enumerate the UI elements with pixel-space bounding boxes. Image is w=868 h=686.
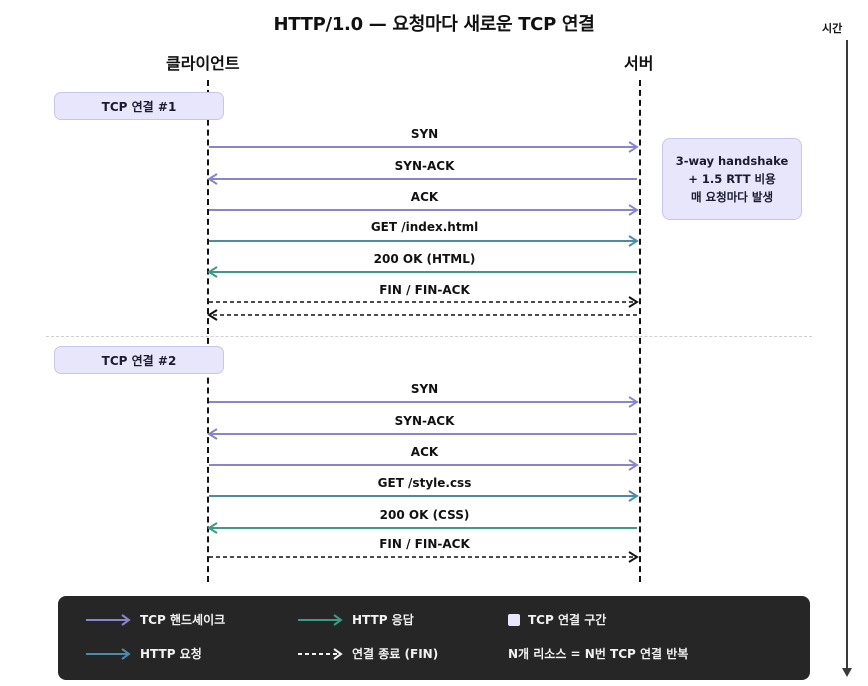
conn1-get-label: GET /index.html xyxy=(370,220,479,234)
conn2-msg4-arrowhead-icon xyxy=(628,490,639,502)
conn2-msg3-arrowhead-icon xyxy=(628,459,639,471)
conn1-synack-label: SYN-ACK xyxy=(394,159,455,173)
conn1-ack-label: ACK xyxy=(410,190,439,204)
client-actor-label: 클라이언트 xyxy=(166,54,240,73)
conn1-response-label: 200 OK (HTML) xyxy=(373,252,476,266)
conn2-msg6-arrowhead-icon xyxy=(628,551,639,563)
connection-2-tag: TCP 연결 #2 xyxy=(54,346,224,374)
time-axis-label: 시간 xyxy=(822,22,843,35)
conn2-fin-label: FIN / FIN-ACK xyxy=(379,537,470,551)
conn2-syn-label: SYN xyxy=(410,382,439,396)
server-lifeline xyxy=(639,80,641,582)
server-actor-label: 서버 xyxy=(624,54,654,73)
conn1-syn-label: SYN xyxy=(410,127,439,141)
conn2-synack-label: SYN-ACK xyxy=(394,414,455,428)
legend-http-response-arrow-icon xyxy=(298,614,343,626)
conn1-msg6-arrowhead-to-server-icon xyxy=(628,296,639,308)
connection-separator xyxy=(46,336,812,337)
legend-connection-area-swatch xyxy=(508,614,520,626)
connection-1-tag: TCP 연결 #1 xyxy=(54,92,224,120)
note-line-3: 매 요청마다 발생 xyxy=(690,190,774,204)
legend-connection-close-label: 연결 종료 (FIN) xyxy=(352,647,439,661)
conn1-msg3-arrowhead-icon xyxy=(628,204,639,216)
legend-summary-label: N개 리소스 = N번 TCP 연결 반복 xyxy=(508,647,689,661)
conn2-msg1-arrowhead-icon xyxy=(628,396,639,408)
legend-http-request-label: HTTP 요청 xyxy=(140,647,202,661)
legend: TCP 핸드셰이크 HTTP 응답 TCP 연결 구간 HTTP 요청 xyxy=(58,596,810,680)
legend-connection-area-label: TCP 연결 구간 xyxy=(528,613,607,627)
time-axis-arrowhead-icon xyxy=(842,668,852,677)
client-lifeline xyxy=(207,80,209,582)
conn2-msg5-arrowhead-icon xyxy=(207,522,218,534)
conn1-msg2-arrowhead-icon xyxy=(207,173,218,185)
handshake-cost-note: 3-way handshake + 1.5 RTT 비용 매 요청마다 발생 xyxy=(662,138,802,220)
legend-http-response-label: HTTP 응답 xyxy=(352,613,414,627)
note-line-2: + 1.5 RTT 비용 xyxy=(688,172,776,186)
legend-handshake-arrow-icon xyxy=(86,614,131,626)
legend-handshake-label: TCP 핸드셰이크 xyxy=(140,613,226,627)
conn1-msg4-arrowhead-icon xyxy=(628,235,639,247)
note-line-1: 3-way handshake xyxy=(675,154,789,168)
conn1-fin-label: FIN / FIN-ACK xyxy=(379,283,470,297)
conn1-msg5-arrowhead-icon xyxy=(207,266,218,278)
conn2-response-label: 200 OK (CSS) xyxy=(379,508,470,522)
legend-http-request-arrow-icon xyxy=(86,648,131,660)
time-axis-line xyxy=(846,40,848,670)
conn2-get-label: GET /style.css xyxy=(377,476,472,490)
diagram-title: HTTP/1.0 — 요청마다 새로운 TCP 연결 xyxy=(273,14,595,35)
conn1-msg1-arrowhead-icon xyxy=(628,141,639,153)
conn2-ack-label: ACK xyxy=(410,445,439,459)
conn2-msg2-arrowhead-icon xyxy=(207,428,218,440)
legend-connection-close-arrow-icon xyxy=(298,648,343,660)
conn1-msg6-arrowhead-to-client-icon xyxy=(207,309,218,321)
